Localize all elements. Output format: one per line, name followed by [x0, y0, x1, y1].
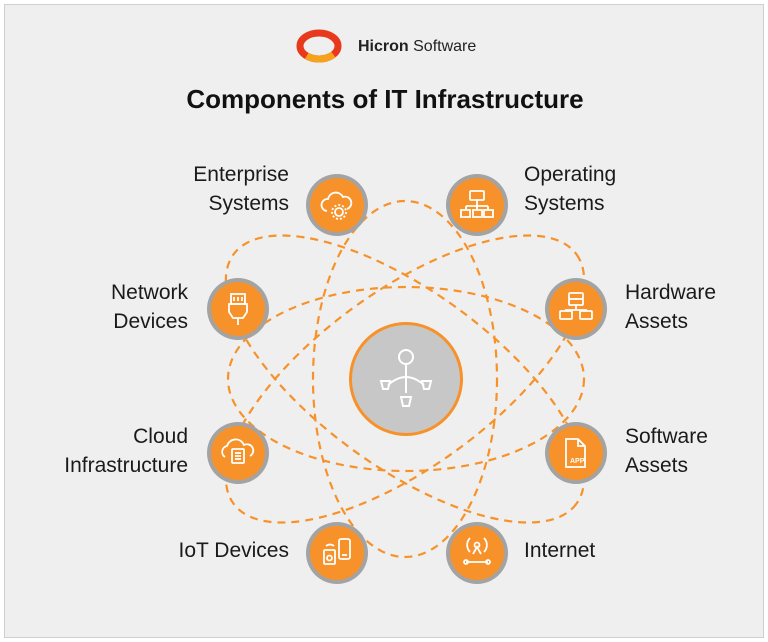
orbit-diagonal-a: [224, 234, 586, 524]
node-internet: [446, 522, 508, 584]
orbit-horizontal: [226, 285, 586, 473]
page-title: Components of IT Infrastructure: [186, 84, 584, 114]
node-operating-systems: [446, 174, 508, 236]
hicron-logo: Hicron Software: [292, 27, 492, 67]
svg-text:APP: APP: [570, 458, 585, 465]
node-software-assets: APP: [545, 422, 607, 484]
ethernet-plug-icon: [228, 293, 248, 325]
label-internet: Internet: [524, 539, 596, 562]
node-cloud-infrastructure: [207, 422, 269, 484]
orbit-vertical: [311, 199, 499, 559]
node-network-devices: [207, 278, 269, 340]
antenna-icon: [463, 537, 491, 565]
node-hardware-assets: [545, 278, 607, 340]
app-file-icon: APP: [565, 438, 586, 468]
brand-name: Hicron Software: [358, 38, 477, 55]
cloud-document-icon: [221, 438, 255, 464]
hicron-logo-mark: [296, 29, 342, 63]
infographic-frame: Hicron Software Components of IT Infrast…: [4, 4, 764, 638]
network-nodes-icon: [460, 190, 494, 218]
hierarchy-icon: [379, 349, 433, 407]
cloud-gear-icon: [320, 191, 353, 220]
server-hardware-icon: [559, 292, 593, 320]
iot-devices-icon: [323, 538, 351, 565]
node-iot-devices: [306, 522, 368, 584]
orbit-diagram: APP: [207, 174, 607, 584]
node-enterprise-systems: [306, 174, 368, 236]
label-iot-devices: IoT Devices: [178, 539, 290, 562]
center-hub: [349, 322, 463, 436]
orbit-diagonal-b: [224, 234, 586, 524]
orbit-lines: [224, 199, 586, 559]
